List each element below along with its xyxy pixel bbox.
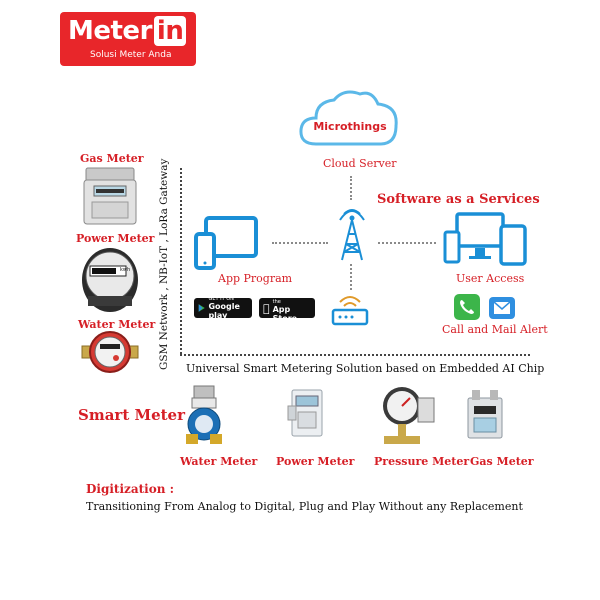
app-program-label: App Program — [218, 272, 293, 285]
logo-in-text: in — [153, 16, 187, 46]
power-meter-label: Power Meter — [76, 232, 155, 245]
water-meter-left-image — [80, 330, 140, 374]
link-app-tower — [272, 242, 328, 244]
kwh-unit: kwh — [120, 267, 131, 273]
gas-meter-image — [82, 166, 138, 228]
smart-water-meter-image — [182, 384, 226, 446]
network-label: GSM Network , NB-IoT , LoRa Gateway — [158, 158, 170, 370]
apple-icon:  — [263, 302, 270, 315]
logo-main-text: Meter — [68, 16, 152, 46]
google-play-small: GET IT ON — [208, 296, 234, 302]
smart-pressure-meter-label: Pressure Meter — [374, 455, 470, 468]
link-cloud-tower — [350, 176, 352, 200]
power-meter-image — [80, 244, 140, 314]
cloud-server-label: Cloud Server — [323, 157, 397, 170]
cloud-icon — [298, 88, 402, 148]
logo-tagline: Solusi Meter Anda — [90, 50, 172, 60]
smart-power-meter-image — [286, 388, 328, 438]
router-icon — [330, 292, 370, 328]
digitization-title: Digitization : — [86, 482, 175, 496]
phone-icon — [454, 294, 480, 320]
link-tower-user — [378, 242, 436, 244]
tablet-phone-icon — [194, 214, 260, 276]
saas-title: Software as a Services — [377, 192, 540, 207]
google-play-icon — [198, 304, 205, 312]
app-store-big: App Store — [266, 305, 311, 323]
call-mail-alert-label: Call and Mail Alert — [442, 323, 548, 336]
network-horizontal-line — [180, 354, 530, 356]
smart-gas-meter-image — [464, 388, 506, 440]
tower-icon — [332, 206, 372, 262]
network-vertical-line — [180, 168, 182, 354]
mail-icon — [489, 297, 515, 319]
cloud-brand: Microthings — [313, 120, 387, 133]
digitization-text: Transitioning From Analog to Digital, Pl… — [86, 500, 523, 513]
solution-label: Universal Smart Metering Solution based … — [186, 362, 545, 375]
app-store-button[interactable]:  Available on the App Store — [259, 293, 315, 323]
smart-power-meter-label: Power Meter — [276, 455, 355, 468]
user-access-label: User Access — [456, 272, 525, 285]
link-tower-router — [350, 264, 352, 290]
smart-water-meter-label: Water Meter — [180, 455, 258, 468]
smart-gas-meter-label: Gas Meter — [470, 455, 534, 468]
smart-meter-title: Smart Meter — [78, 406, 185, 424]
smart-pressure-meter-image — [378, 384, 436, 446]
google-play-big: Google play — [208, 302, 240, 320]
water-meter-left-label: Water Meter — [78, 318, 156, 331]
google-play-button[interactable]: GET IT ON Google play — [194, 296, 252, 320]
app-store-small: Available on the — [266, 293, 307, 307]
gas-meter-label: Gas Meter — [80, 152, 144, 165]
user-devices-icon — [443, 212, 527, 270]
